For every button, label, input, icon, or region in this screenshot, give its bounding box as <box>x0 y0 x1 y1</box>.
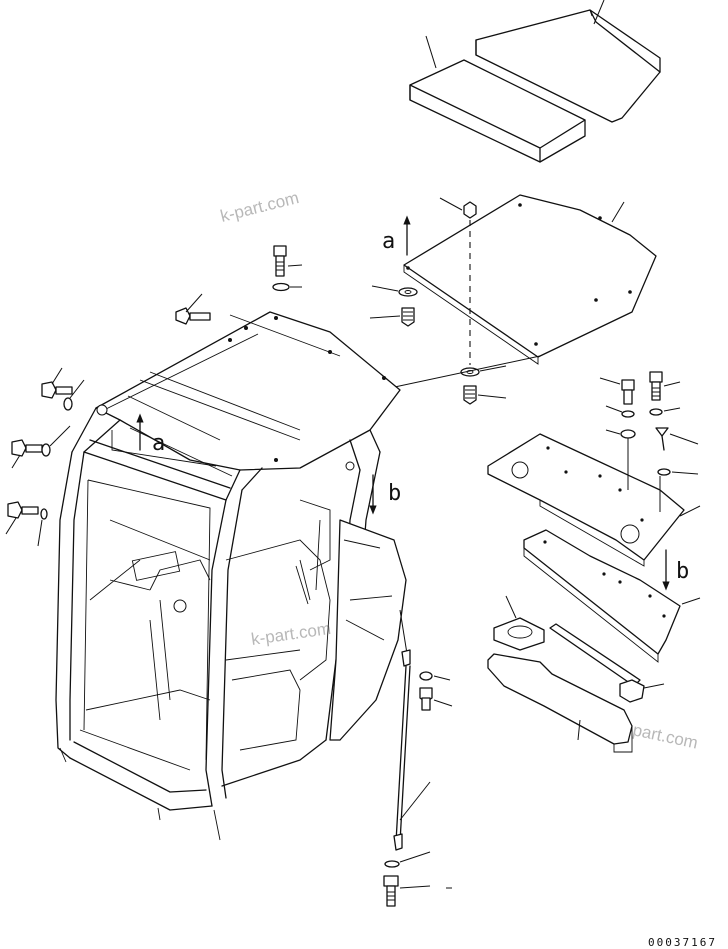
stay-rod <box>393 649 431 851</box>
roof-plate <box>403 194 657 365</box>
washer-bracket-3 <box>649 407 681 416</box>
bolt-vertical-top <box>273 245 303 277</box>
washer-left-1 <box>63 379 85 411</box>
screw-bracket <box>655 427 699 451</box>
bolt-left-1 <box>41 367 73 399</box>
bolt-stay-bottom <box>383 875 452 907</box>
bolt-roof-2 <box>463 385 507 405</box>
watermark-1: k-part.com <box>218 188 301 226</box>
watermark-3: k-part.com <box>250 619 332 649</box>
washer-top <box>272 282 302 292</box>
roof-pad-lower <box>409 59 586 163</box>
washer-stay-top <box>419 671 451 681</box>
nut <box>439 197 477 219</box>
view-label-a-cab: a <box>152 431 165 456</box>
view-label-b-right: b <box>676 559 689 584</box>
bolt-left-3 <box>5 501 39 535</box>
bolt-horizontal-roof <box>175 293 211 325</box>
washer-stay-bottom <box>384 851 431 868</box>
bracket-lower <box>523 529 681 663</box>
washer-bracket-4 <box>657 468 699 476</box>
bolt-bracket-1 <box>599 377 635 405</box>
drawing-code: 00037167 <box>648 936 717 949</box>
pad-leaders <box>425 0 605 69</box>
bolt-stay-top <box>419 687 453 711</box>
view-label-b-cab: b <box>388 481 401 506</box>
roof-pad-upper <box>475 9 661 123</box>
washer-left-3 <box>37 508 48 547</box>
washer-roof <box>371 285 418 297</box>
clamp <box>493 595 545 651</box>
cab-frame <box>55 311 407 841</box>
bracket-upper <box>487 433 685 567</box>
bolt-roof <box>369 307 415 327</box>
guide-rail <box>549 623 641 687</box>
bolt-bracket-2 <box>649 371 681 401</box>
stopper <box>619 679 665 703</box>
view-label-a-upper: a <box>382 229 395 254</box>
washer-bracket-1 <box>605 405 635 418</box>
washer-bracket-2 <box>605 429 636 439</box>
bolt-left-2 <box>11 439 43 469</box>
washer-left-2 <box>41 425 71 457</box>
cover-plate <box>487 653 633 753</box>
